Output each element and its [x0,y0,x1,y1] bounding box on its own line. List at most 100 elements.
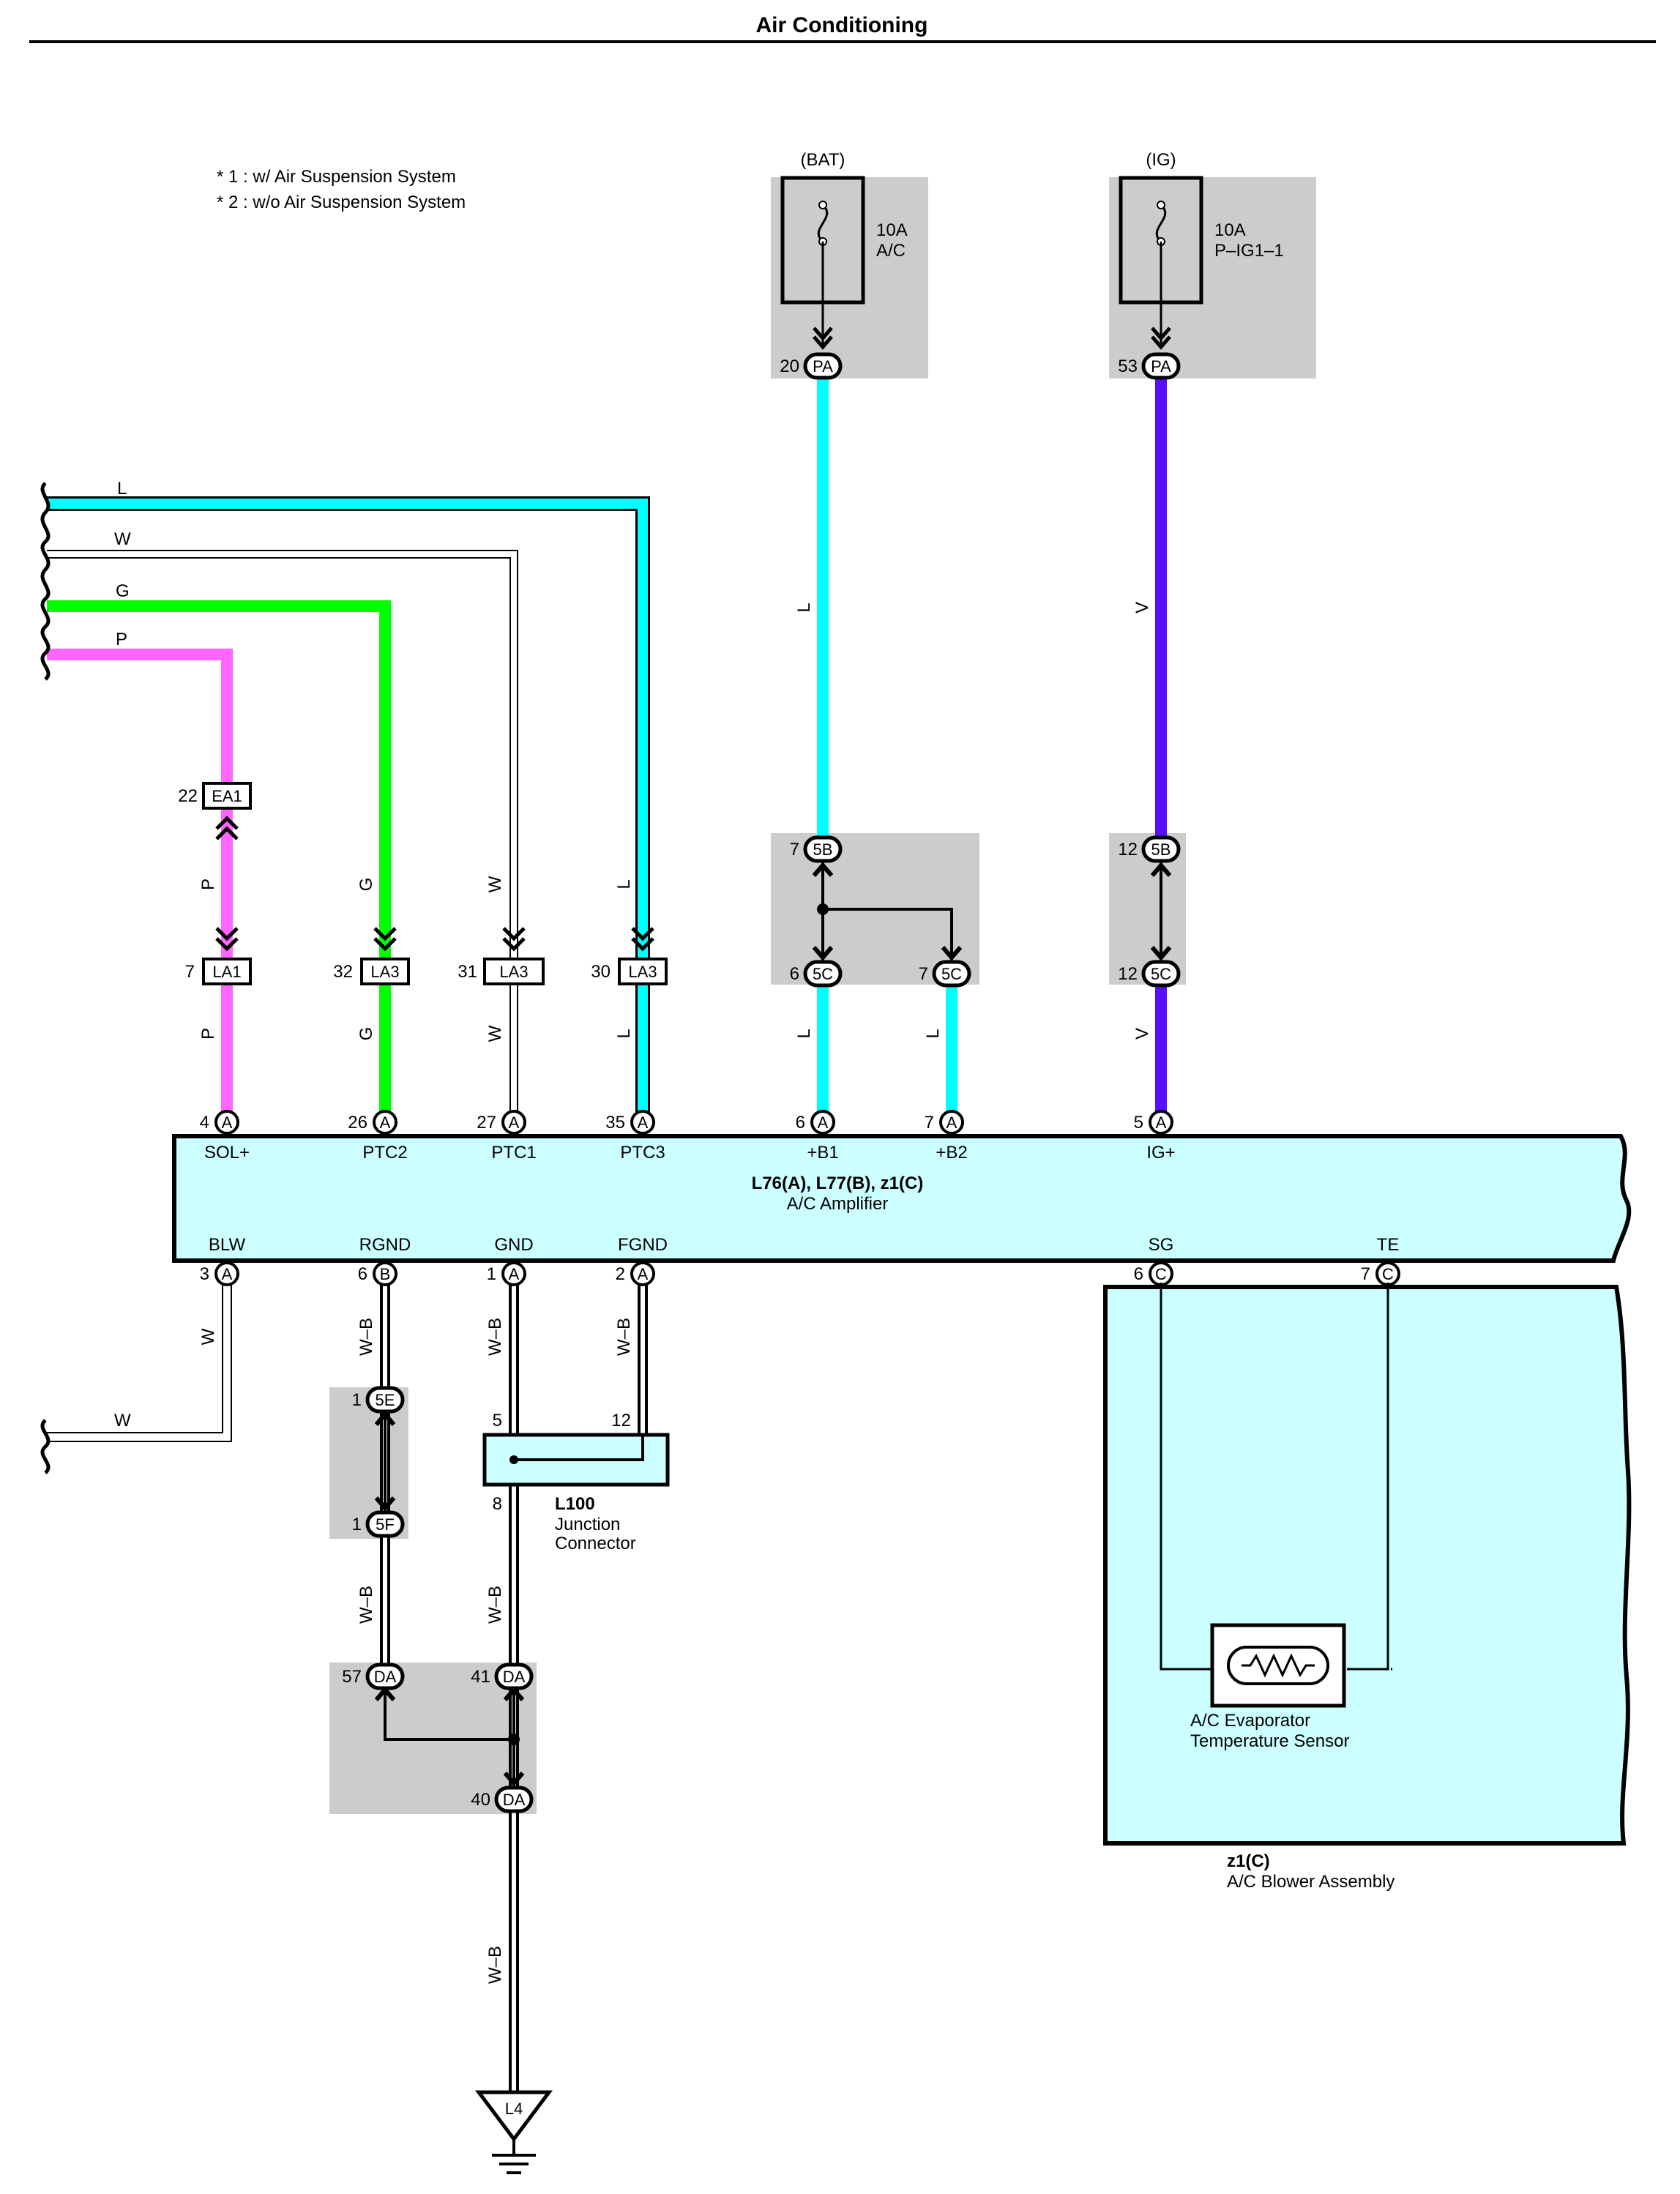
da-arrows [374,1686,525,1787]
oval-da-40-id: DA [503,1791,526,1809]
note-2: * 2 : w/o Air Suspension System [217,193,466,212]
note-1: * 1 : w/ Air Suspension System [217,167,456,187]
amp-pin-conn: A [818,1113,829,1132]
la3-30-pin: 30 [591,962,611,982]
oval-da-40-pin: 40 [471,1790,490,1810]
l100-name-2: Connector [555,1534,636,1553]
amp-pin-conn: C [1155,1265,1167,1283]
oval-da-57-pin: 57 [342,1667,362,1687]
amp-pin-name: PTC2 [362,1143,407,1163]
oval-5f-pin: 1 [352,1515,362,1534]
oval-da-40: DA 40 [471,1786,534,1813]
wire-label-wb-rgnd-lower: W–B [356,1586,376,1624]
ig-fuse-name: P–IG1–1 [1214,241,1284,261]
blower-assembly: A/C Evaporator Temperature Sensor z1(C) … [1103,1283,1632,1892]
blower-body [1103,1285,1632,1846]
j5-b1-arrows [812,862,963,961]
amp-pin-num: 27 [477,1113,496,1133]
da-branch [384,1687,514,1741]
la-connectors: LA1 7 LA3 32 LA3 31 LA3 30 [185,927,668,985]
oval-da-57-id: DA [374,1668,397,1686]
oval-5b-7-pin: 7 [790,840,799,859]
connector-la3-31: LA3 31 [458,927,545,985]
oval-5b-12-shape [1141,835,1181,863]
l100-pin-12: 12 [611,1411,631,1430]
oval-5f-id: 5F [376,1515,395,1534]
connector-la3-32: LA3 32 [333,927,410,985]
amp-pin-conn: A [638,1265,649,1283]
amp-pin-num: 26 [348,1113,367,1133]
wire-label-wb-rgnd-upper: W–B [356,1318,376,1356]
oval-bat-pa-id: PA [813,357,833,376]
sensor-name-1: A/C Evaporator [1190,1711,1310,1731]
ea1-box [202,782,252,810]
ac-amplifier: L76(A), L77(B), z1(C) A/C Amplifier [172,1134,1632,1263]
oval-ig-pa-pin: 53 [1118,357,1138,376]
amp-pin-terminal [939,1110,964,1135]
amp-pin-top-b1: A6+B1 [796,1110,839,1163]
incoming-wire-label-g: G [116,581,130,601]
amp-pin-conn: A [222,1113,233,1132]
l100-pin-5: 5 [493,1411,502,1430]
ig-pa-arrow [1151,327,1171,350]
amp-pin-terminal [501,1261,526,1286]
ground-triangle [475,2090,553,2143]
wire-breaks [40,482,51,1474]
amp-pin-conn: A [1156,1113,1167,1132]
oval-5e-id: 5E [376,1391,395,1409]
amp-pin-conn: A [638,1113,649,1132]
amp-pin-num: 3 [200,1264,209,1284]
ea1-chevrons [215,816,239,840]
bat-fuse-node-top [818,201,827,209]
amp-pin-conn: A [222,1265,233,1283]
l100-name-1: Junction [555,1515,620,1534]
amp-pin-conn: C [1382,1265,1394,1283]
wire-label-v-lower: V [1132,1028,1152,1040]
amp-pin-terminal [373,1261,397,1286]
wire-label-wb-gnd-upper: W–B [485,1318,505,1356]
wire-label-w-upper: W [485,876,505,892]
amp-pin-num: 1 [487,1264,496,1284]
wire-label-wb-gnd-mid: W–B [485,1586,505,1624]
diagram-title: Air Conditioning [756,13,928,37]
oval-5c-7-shape [932,960,971,988]
oval-ig-pa: PA 53 [1118,352,1181,380]
amp-pin-terminal [373,1110,397,1135]
oval-5c-12-id: 5C [1151,965,1171,983]
oval-5f: 5F 1 [352,1510,405,1538]
oval-5f-shape [365,1510,405,1538]
j5ef-arrows [374,1411,396,1512]
oval-5c-7-pin: 7 [919,964,928,984]
oval-ig-pa-id: PA [1151,357,1171,376]
amp-pin-name: +B2 [936,1143,967,1163]
ground-l4: L4 [475,2090,553,2174]
wire-w-blw-outline [47,1272,232,1442]
oval-5c-6: 5C6 [790,960,843,988]
amp-pin-num: 35 [605,1113,625,1133]
amp-pin-name: +B1 [807,1143,838,1163]
wire-label-wb-fgnd: W–B [614,1318,634,1356]
wire-label-l-lower: L [614,1029,634,1038]
wire-label-p-lower: P [198,1028,218,1040]
oval-5c-7: 5C7 [919,960,971,988]
connector-la3-30: LA3 30 [591,927,668,985]
ig-source-label: (IG) [1146,150,1176,170]
amp-pin-terminal [810,1110,835,1135]
bat-fuse-shade [771,177,928,378]
junction-5-ig [1150,862,1172,961]
la1-chevrons [215,927,239,952]
la3-31-pin: 31 [458,962,477,982]
amp-pin-num: 6 [358,1264,367,1284]
junction-5-b1 [812,862,963,961]
